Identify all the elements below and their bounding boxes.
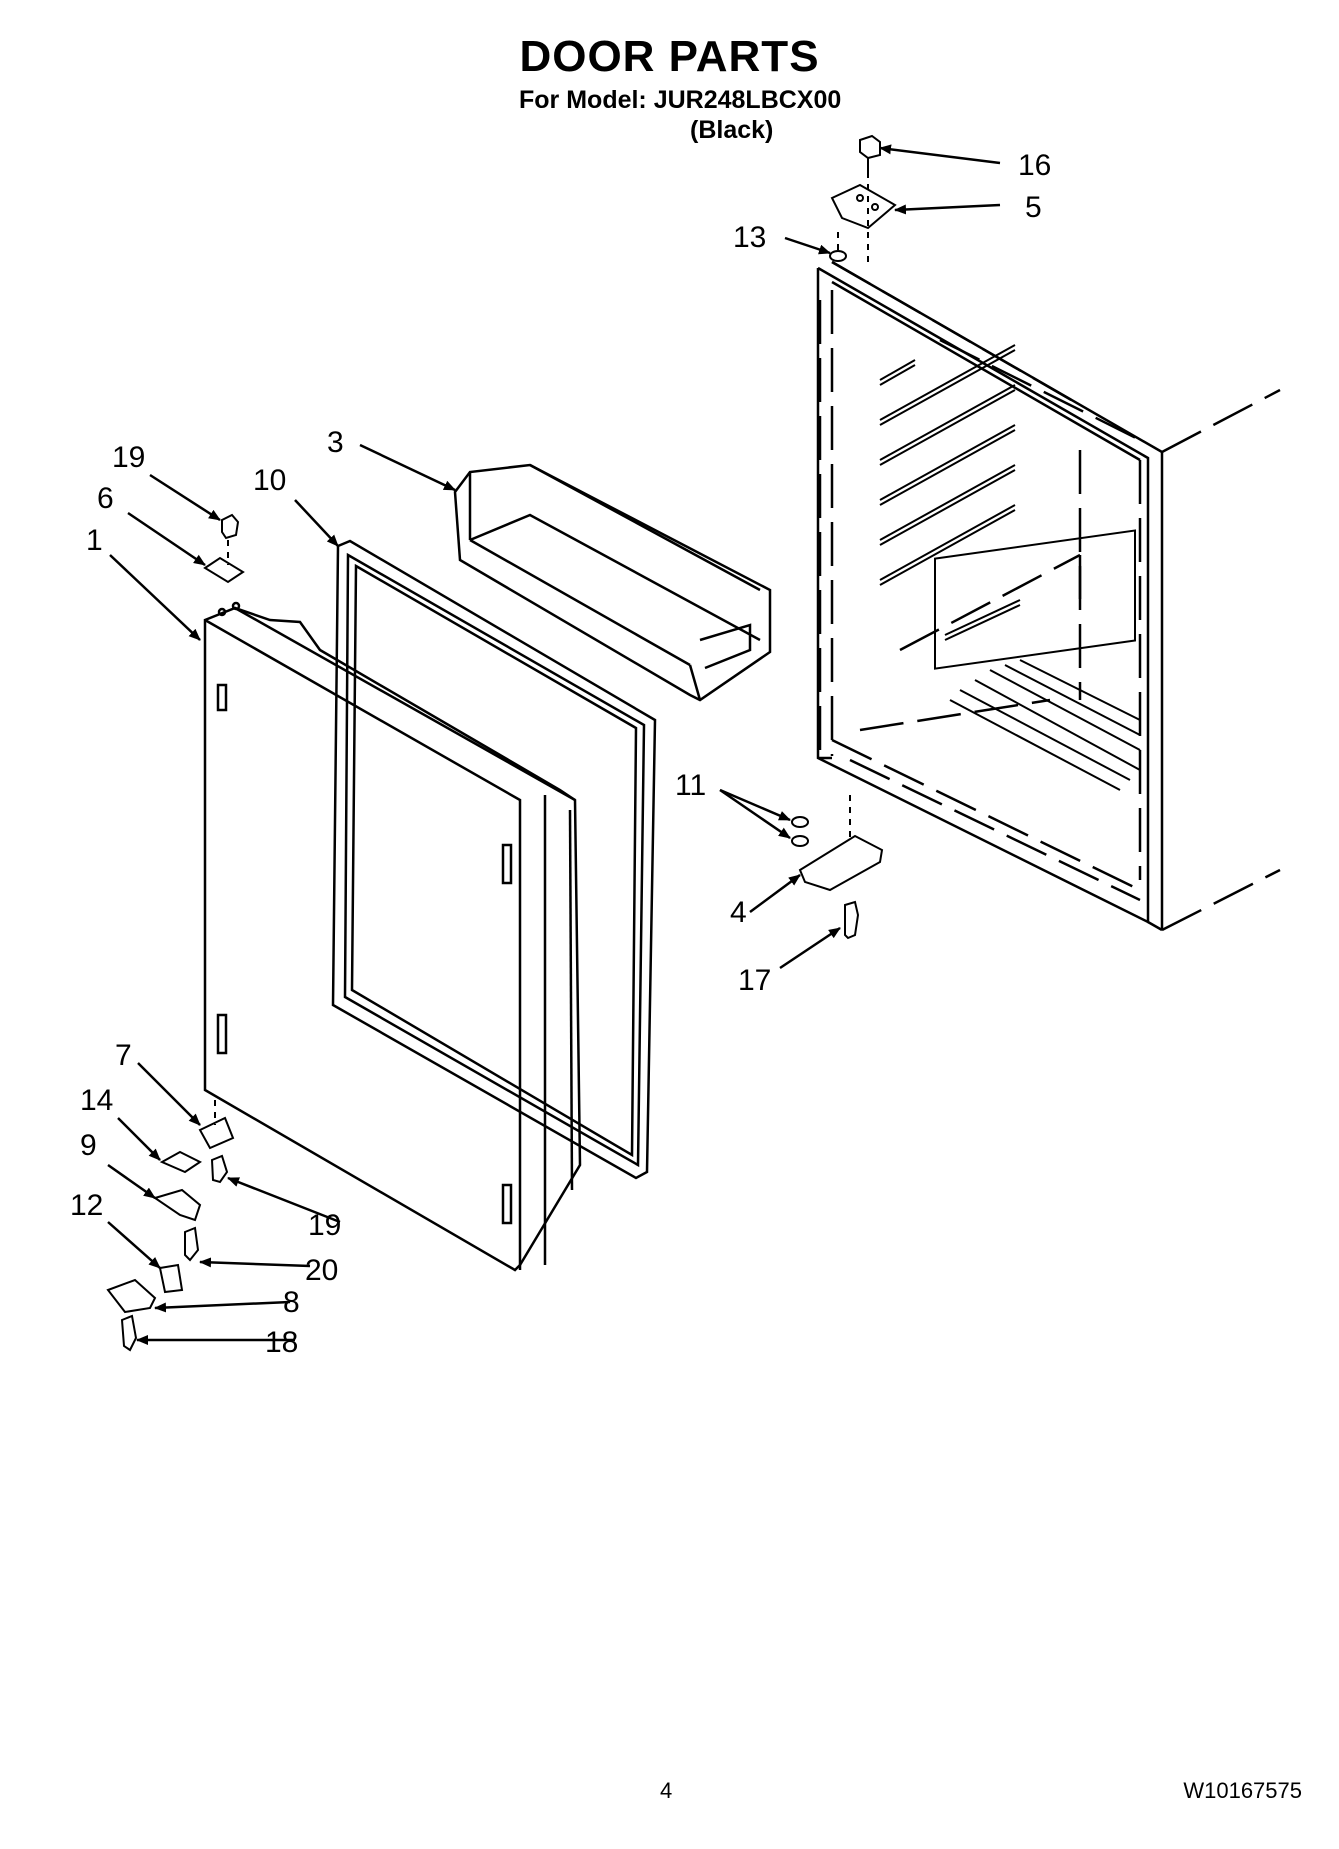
door-panel — [203, 601, 582, 1272]
callout-19-bottom: 19 — [308, 1209, 341, 1242]
callout-10: 10 — [253, 464, 286, 497]
alignment-lines — [214, 172, 869, 1125]
callout-13: 13 — [733, 221, 766, 254]
model-color: (Black) — [690, 116, 774, 144]
callout-3: 3 — [327, 426, 344, 459]
callout-5: 5 — [1025, 191, 1042, 224]
callout-4: 4 — [730, 896, 747, 929]
callout-12: 12 — [70, 1189, 103, 1222]
callout-19-top: 19 — [112, 441, 145, 474]
callout-leaders — [107, 144, 1001, 1345]
document-number: W10167575 — [1183, 1778, 1302, 1803]
callout-8: 8 — [283, 1286, 300, 1319]
callout-9: 9 — [80, 1129, 97, 1162]
door-gasket — [331, 539, 657, 1180]
callout-labels: 16 5 13 19 3 6 10 1 11 4 17 7 14 9 19 12… — [70, 149, 1051, 1359]
callout-16: 16 — [1018, 149, 1051, 182]
callout-7: 7 — [115, 1039, 132, 1072]
callout-1: 1 — [86, 524, 103, 557]
callout-20: 20 — [305, 1254, 338, 1287]
callout-11: 11 — [675, 769, 706, 802]
page-number: 4 — [660, 1778, 673, 1803]
callout-17: 17 — [738, 964, 771, 997]
callout-6: 6 — [97, 482, 114, 515]
callout-14: 14 — [80, 1084, 113, 1117]
model-number: For Model: JUR248LBCX00 — [519, 86, 842, 114]
cabinet-outline — [816, 260, 1281, 932]
callout-18: 18 — [265, 1326, 298, 1359]
hardware-parts — [106, 134, 897, 1352]
page-title: DOOR PARTS — [519, 32, 820, 81]
door-bin — [453, 463, 772, 702]
